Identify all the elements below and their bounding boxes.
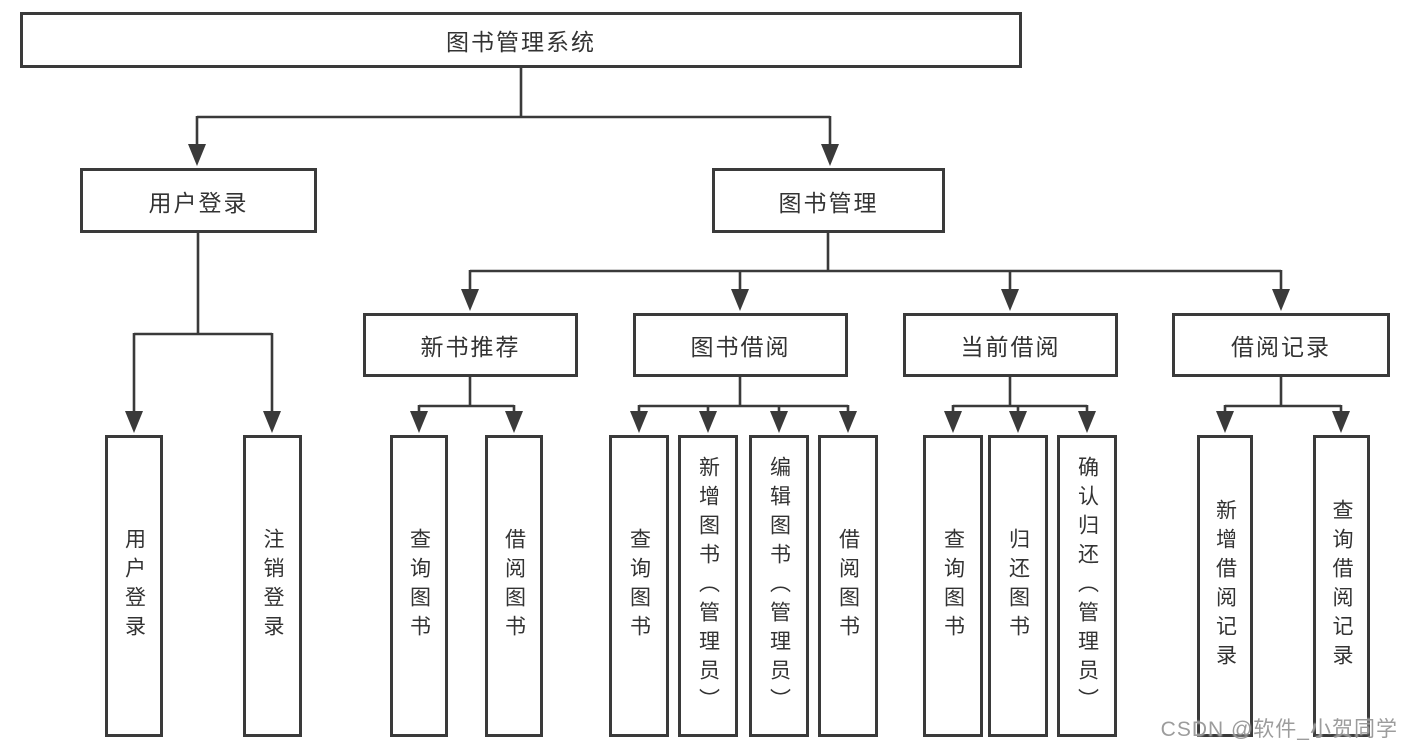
arrowheads <box>125 144 1350 433</box>
node-label: 用户登录 <box>148 189 249 216</box>
node-label: 查询图书 <box>407 528 431 644</box>
node-bb-edit-books-admin: 编辑图书（管理员） <box>749 435 809 737</box>
node-label: 查询图书 <box>941 528 965 644</box>
node-label: 借阅图书 <box>836 528 860 644</box>
node-label: 用户登录 <box>122 528 146 644</box>
node-library-system: 图书管理系统 <box>20 12 1022 68</box>
node-cb-return-books: 归还图书 <box>988 435 1048 737</box>
node-label: 图书管理 <box>778 189 879 216</box>
node-book-management: 图书管理 <box>712 168 945 233</box>
node-label: 借阅图书 <box>502 528 526 644</box>
node-label: 查询图书 <box>627 528 651 644</box>
csdn-watermark: CSDN @软件_小贺同学 <box>1160 718 1398 741</box>
node-user-login-leaf: 用户登录 <box>105 435 163 737</box>
connector-path <box>132 67 1343 414</box>
node-label: 图书借阅 <box>690 334 791 360</box>
node-book-borrowing: 图书借阅 <box>633 313 848 377</box>
node-label: 确认归还（管理员） <box>1075 455 1099 717</box>
node-bb-query-books: 查询图书 <box>609 435 669 737</box>
node-current-borrowing: 当前借阅 <box>903 313 1118 377</box>
node-nb-borrow-books: 借阅图书 <box>485 435 543 737</box>
node-new-book-recommend: 新书推荐 <box>363 313 578 377</box>
node-nb-query-books: 查询图书 <box>390 435 448 737</box>
node-bb-borrow-books: 借阅图书 <box>818 435 878 737</box>
node-label: 当前借阅 <box>960 334 1061 360</box>
node-label: 新书推荐 <box>420 334 521 360</box>
node-label: 注销登录 <box>261 528 284 644</box>
node-br-add-record: 新增借阅记录 <box>1197 435 1253 737</box>
node-cb-confirm-return-admin: 确认归还（管理员） <box>1057 435 1117 737</box>
node-label: 编辑图书（管理员） <box>767 455 791 717</box>
node-label: 图书管理系统 <box>446 29 596 55</box>
node-label: 查询借阅记录 <box>1330 499 1353 673</box>
node-bb-add-books-admin: 新增图书（管理员） <box>678 435 738 737</box>
node-label: 新增借阅记录 <box>1213 499 1237 673</box>
node-cb-query-books: 查询图书 <box>923 435 983 737</box>
node-label: 新增图书（管理员） <box>696 455 720 717</box>
node-label: 借阅记录 <box>1231 334 1331 360</box>
node-user-login: 用户登录 <box>80 168 317 233</box>
node-br-query-record: 查询借阅记录 <box>1313 435 1370 737</box>
node-label: 归还图书 <box>1006 528 1030 644</box>
node-borrowing-records: 借阅记录 <box>1172 313 1390 377</box>
node-logout-leaf: 注销登录 <box>243 435 302 737</box>
